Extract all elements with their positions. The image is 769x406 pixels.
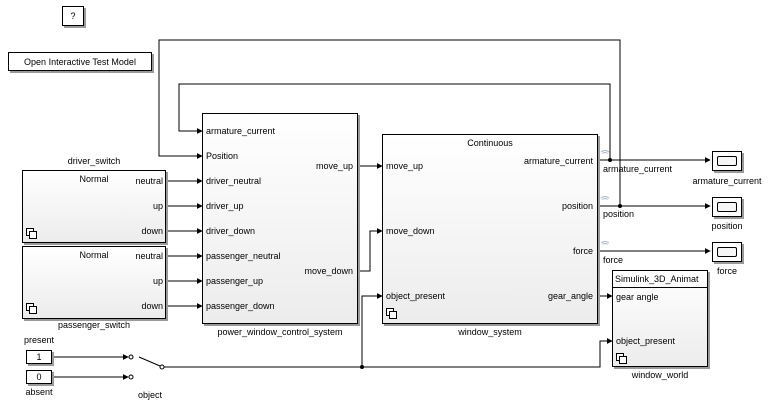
passenger-port-down: down [141,301,163,311]
help-button[interactable]: ? [62,6,84,26]
passenger-port-neutral: neutral [135,251,163,261]
window-world-in-gear-angle: gear angle [616,292,659,302]
driver-switch-name: driver_switch [67,156,121,166]
control-system-name: power_window_control_system [217,327,343,337]
scope-position[interactable] [712,197,742,217]
control-in-position: Position [206,151,239,161]
control-in-passenger-up: passenger_up [206,276,264,286]
driver-port-neutral: neutral [135,176,163,186]
window-world-block[interactable]: Simulink_3D_Animat gear angle object_pre… [612,270,708,367]
switch-contact [128,354,134,360]
window-out-force: force [572,246,593,256]
scope-force[interactable] [712,242,742,262]
control-in-passenger-down: passenger_down [206,301,275,311]
signal-label-armature-current: armature_current [603,164,673,174]
switch-contact [159,364,165,370]
passenger-switch-block[interactable]: Normal neutral up down [22,246,166,319]
control-in-driver-down: driver_down [206,226,256,236]
window-in-move-up: move_up [386,161,424,171]
window-world-in-object-present: object_present [616,336,676,346]
control-in-driver-neutral: driver_neutral [206,176,262,186]
window-in-object-present: object_present [386,291,446,301]
divider [613,287,707,288]
window-world-title: Simulink_3D_Animat [615,274,699,284]
absent-label: absent [25,387,53,397]
object-switch-name: object [137,390,163,400]
wire [357,228,383,272]
subsystem-icon [26,303,38,315]
window-world-name: window_world [631,370,689,380]
signal-label-position: position [603,209,635,219]
scope-position-name: position [711,221,743,231]
branch-point [360,365,364,369]
driver-switch-mode: Normal [79,174,109,184]
open-interactive-test-model-button[interactable]: Open Interactive Test Model [8,52,152,71]
passenger-switch-name: passenger_switch [57,320,131,330]
signal-logging-icon [599,241,611,249]
window-out-gear-angle: gear_angle [547,291,593,301]
switch-contact [128,374,134,380]
present-constant[interactable]: 1 [26,350,52,364]
control-out-move-up: move_up [315,161,353,171]
subsystem-icon [26,228,38,240]
control-in-passenger-neutral: passenger_neutral [206,251,281,261]
window-system-name: window_system [458,327,522,337]
present-label: present [23,335,55,345]
wire-armature-feedback [178,83,611,160]
window-system-block[interactable]: Continuous move_up move_down object_pres… [382,134,598,324]
window-system-sample-time: Continuous [467,138,513,148]
driver-port-down: down [141,226,163,236]
signal-label-force: force [603,255,624,265]
scope-armature-current-name: armature_current [692,176,762,186]
wire-object-branch [361,293,383,367]
window-in-move-down: move_down [386,226,435,236]
object-manual-switch[interactable] [127,350,165,384]
signal-logging-icon [599,196,611,204]
passenger-port-up: up [152,276,163,286]
wire-position-feedback [158,39,621,206]
driver-port-up: up [152,201,163,211]
control-in-driver-up: driver_up [206,201,244,211]
control-in-armature-current: armature_current [206,126,276,136]
window-out-armature-current: armature_current [523,156,593,166]
branch-point [618,204,622,208]
subsystem-icon [616,353,628,365]
subsystem-icon [386,308,398,320]
window-out-position: position [561,201,593,211]
scope-force-name: force [716,266,737,276]
scope-armature-current[interactable] [712,151,742,171]
power-window-control-system-block[interactable]: armature_current Position driver_neutral… [202,113,358,324]
absent-constant[interactable]: 0 [26,370,52,384]
switch-arm [138,356,161,367]
wire-object [164,338,613,368]
driver-switch-block[interactable]: Normal neutral up down [22,170,166,243]
passenger-switch-mode: Normal [79,250,109,260]
control-out-move-down: move_down [304,266,353,276]
signal-logging-icon [599,150,611,158]
